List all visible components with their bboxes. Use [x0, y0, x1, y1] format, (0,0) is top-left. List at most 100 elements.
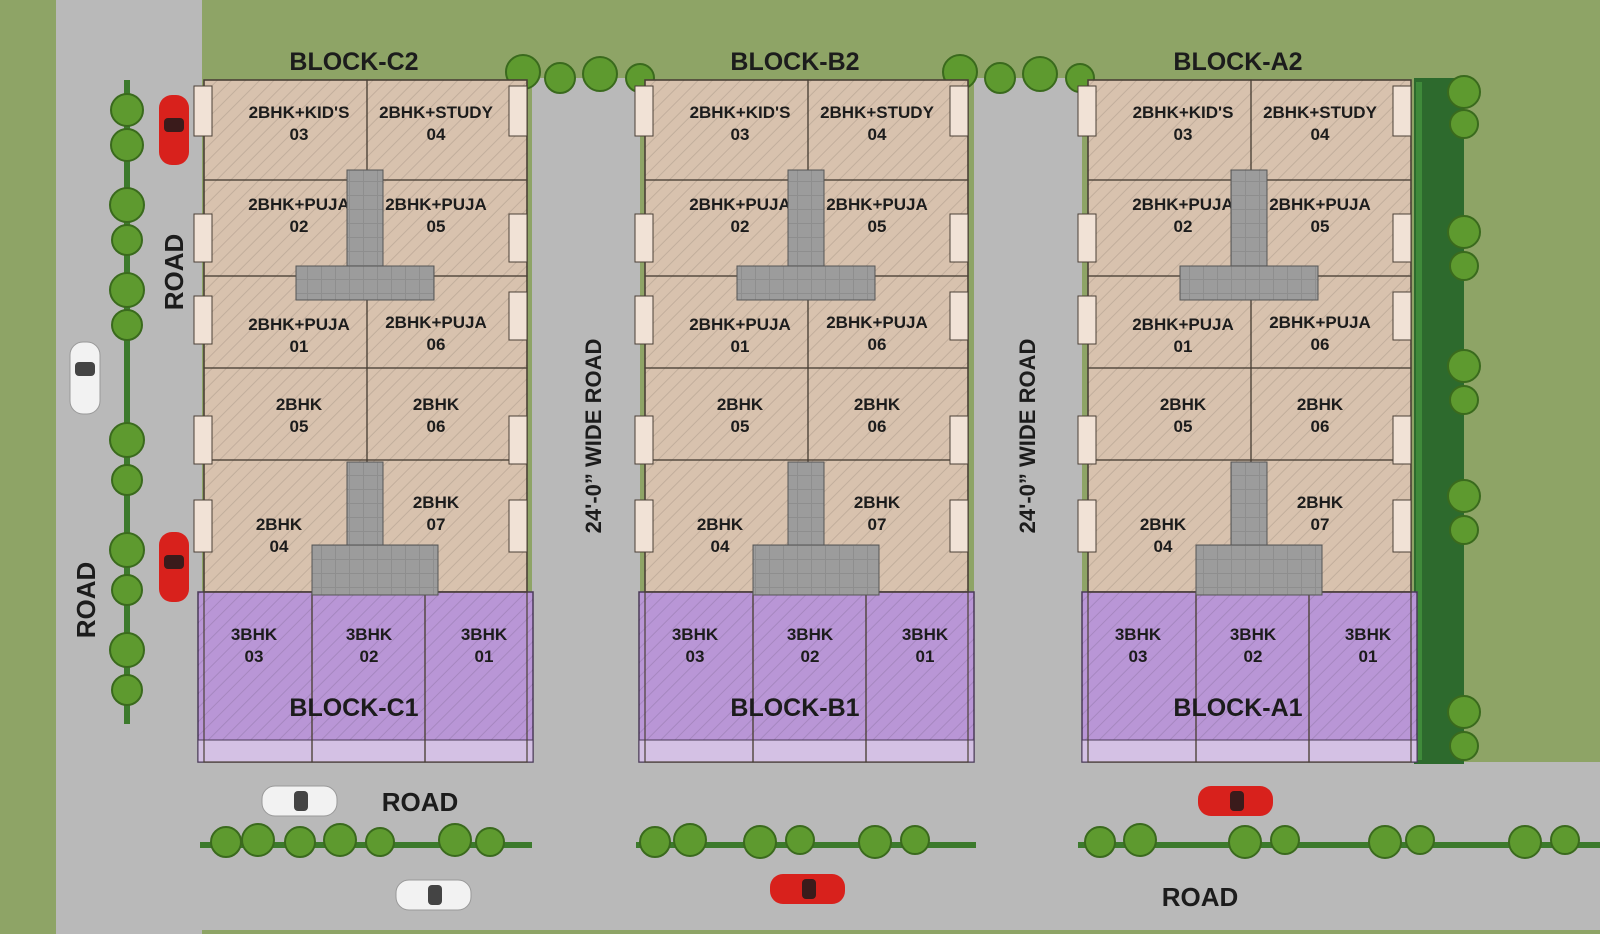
- flat-type-label: 2BHK+PUJA: [826, 313, 928, 332]
- flat-type-label: 2BHK+KID'S: [1133, 103, 1234, 122]
- flat-type-label: 2BHK: [256, 515, 303, 534]
- flat-number-label: 05: [427, 217, 446, 236]
- flat-number-label: 07: [868, 515, 887, 534]
- balcony: [508, 499, 528, 553]
- flat-type-label: 2BHK+KID'S: [249, 103, 350, 122]
- balcony: [1077, 499, 1097, 553]
- flat-type-label: 2BHK+STUDY: [379, 103, 493, 122]
- flat-type-label: 2BHK: [697, 515, 744, 534]
- flat-number-label: 07: [1311, 515, 1330, 534]
- flat-number-label: 06: [1311, 417, 1330, 436]
- balcony: [634, 85, 654, 137]
- block-b: 2BHK+KID'S032BHK+STUDY042BHK+PUJA022BHK+…: [634, 48, 975, 763]
- flat-type-label: 2BHK: [717, 395, 764, 414]
- flat-number-label: 05: [868, 217, 887, 236]
- balcony: [508, 415, 528, 465]
- flat-type-label: 3BHK: [672, 625, 719, 644]
- flat-type-label: 2BHK+PUJA: [385, 195, 487, 214]
- flat-type-label: 2BHK: [854, 493, 901, 512]
- flat-type-label: 2BHK: [413, 395, 460, 414]
- flat-type-label: 2BHK: [276, 395, 323, 414]
- flat-type-label: 3BHK: [1115, 625, 1162, 644]
- flat-number-label: 03: [245, 647, 264, 666]
- balcony: [1392, 415, 1412, 465]
- flat-number-label: 06: [427, 417, 446, 436]
- balcony: [1392, 213, 1412, 263]
- flat-type-label: 2BHK+PUJA: [1132, 195, 1234, 214]
- flat-number-label: 04: [711, 537, 730, 556]
- flat-type-label: 2BHK: [854, 395, 901, 414]
- flat-type-label: 3BHK: [902, 625, 949, 644]
- balcony: [193, 295, 213, 345]
- balcony: [949, 213, 969, 263]
- lift-lobby: [311, 544, 439, 596]
- flat-number-label: 06: [868, 335, 887, 354]
- balcony: [1077, 85, 1097, 137]
- tree-icon: [109, 93, 145, 706]
- flat-type-label: 2BHK: [1297, 493, 1344, 512]
- balcony: [508, 213, 528, 263]
- stair-core: [787, 461, 825, 553]
- flat-number-label: 01: [1174, 337, 1193, 356]
- block-name-north: BLOCK-A2: [1173, 48, 1302, 76]
- flat-type-label: 2BHK+PUJA: [689, 315, 791, 334]
- car-icon-2: [69, 341, 101, 415]
- car-icon-3: [159, 532, 189, 602]
- balcony: [1077, 415, 1097, 465]
- stair-core: [1230, 461, 1268, 553]
- flat-b-5[interactable]: 2BHK+PUJA 06: [807, 275, 969, 369]
- flat-number-label: 02: [290, 217, 309, 236]
- block-name-south: BLOCK-A1: [1173, 694, 1302, 722]
- lift-lobby: [1195, 544, 1323, 596]
- block-name-north: BLOCK-B2: [730, 48, 859, 76]
- flat-number-label: 05: [1311, 217, 1330, 236]
- balcony: [193, 499, 213, 553]
- balcony: [193, 415, 213, 465]
- flat-type-label: 2BHK: [1297, 395, 1344, 414]
- flat-type-label: 3BHK: [231, 625, 278, 644]
- flat-type-label: 2BHK+PUJA: [248, 315, 350, 334]
- flat-type-label: 2BHK+PUJA: [1269, 195, 1371, 214]
- road-label-west-lower: ROAD: [71, 562, 101, 639]
- block-a: 2BHK+KID'S032BHK+STUDY042BHK+PUJA022BHK+…: [1077, 48, 1418, 763]
- flat-number-label: 03: [1174, 125, 1193, 144]
- balcony: [193, 85, 213, 137]
- balcony: [949, 415, 969, 465]
- flat-number-label: 01: [290, 337, 309, 356]
- flat-type-label: 2BHK+PUJA: [385, 313, 487, 332]
- flat-number-label: 03: [1129, 647, 1148, 666]
- flat-number-label: 04: [1311, 125, 1330, 144]
- east-tree-line: [1447, 75, 1481, 761]
- flat-number-label: 03: [731, 125, 750, 144]
- flat-a-7[interactable]: 2BHK 06: [1250, 367, 1412, 461]
- flat-number-label: 04: [868, 125, 887, 144]
- car-icon-6: [770, 874, 845, 904]
- flat-number-label: 02: [360, 647, 379, 666]
- internal-road-label-1: 24'-0” WIDE ROAD: [581, 339, 606, 534]
- flat-type-label: 2BHK+STUDY: [1263, 103, 1377, 122]
- road-label-south-upper: ROAD: [382, 787, 459, 817]
- flat-type-label: 2BHK: [413, 493, 460, 512]
- flat-number-label: 01: [1359, 647, 1378, 666]
- flat-type-label: 3BHK: [346, 625, 393, 644]
- flat-type-label: 2BHK+PUJA: [1132, 315, 1234, 334]
- flat-type-label: 2BHK+STUDY: [820, 103, 934, 122]
- east-hedge: [1414, 78, 1464, 764]
- balcony: [949, 85, 969, 137]
- flat-type-label: 2BHK+KID'S: [690, 103, 791, 122]
- balcony: [1392, 499, 1412, 553]
- flat-number-label: 06: [868, 417, 887, 436]
- flat-number-label: 05: [1174, 417, 1193, 436]
- balcony: [1077, 295, 1097, 345]
- flat-number-label: 01: [731, 337, 750, 356]
- flat-b-4[interactable]: 2BHK+PUJA 01: [644, 275, 809, 369]
- block-name-south: BLOCK-C1: [289, 694, 418, 722]
